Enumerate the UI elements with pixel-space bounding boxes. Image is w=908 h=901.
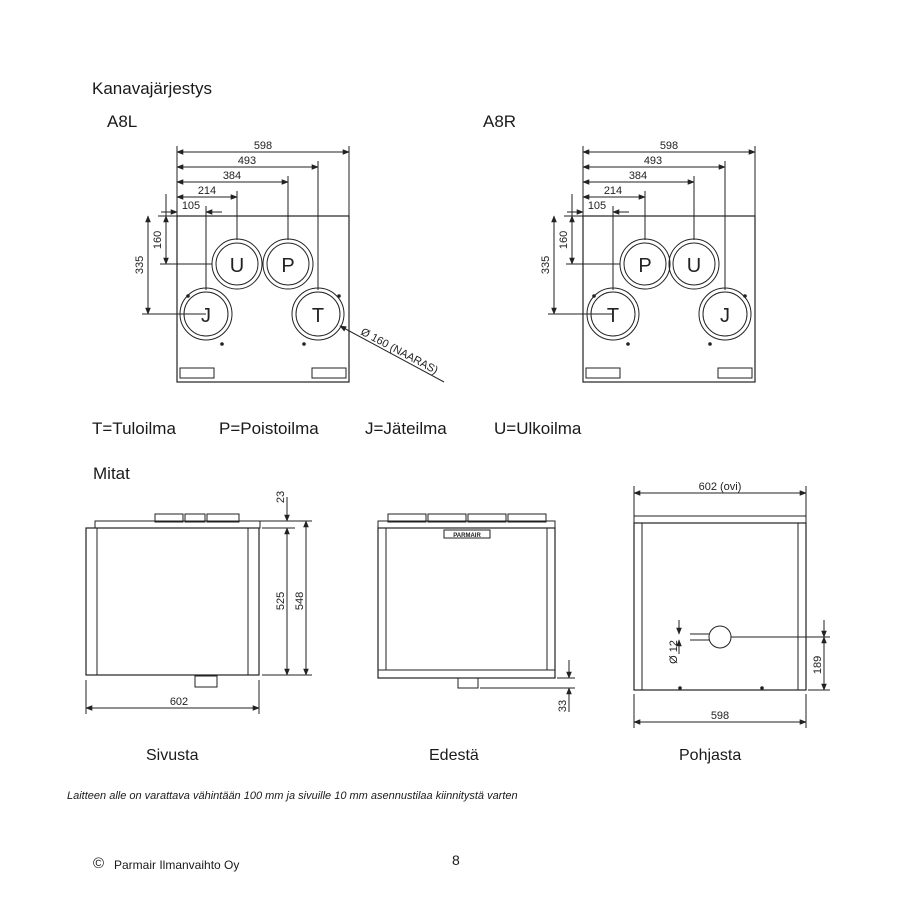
diameter-label: Ø 160 (NAARAS) (359, 326, 440, 377)
front-view-drawing (377, 513, 575, 712)
legend-jateilma: J=Jäteilma (365, 419, 447, 438)
caption-front-view: Edestä (429, 747, 479, 764)
svg-text:Ø 12: Ø 12 (668, 640, 680, 664)
side-view-dimension-labels: 23 525 548 602 (170, 491, 306, 708)
svg-text:189: 189 (812, 656, 824, 674)
a8l-unit-outline (176, 215, 350, 383)
svg-text:335: 335 (540, 256, 552, 274)
footer-company: Parmair Ilmanvaihto Oy (114, 858, 240, 872)
svg-text:525: 525 (275, 592, 287, 610)
svg-text:598: 598 (254, 140, 272, 152)
a8r-drawing (548, 146, 756, 383)
caption-side-view: Sivusta (146, 747, 199, 764)
a8l-letter-u: U (230, 255, 244, 277)
a8l-port-letters: U P J T (201, 255, 324, 327)
a8r-port-letters: P U T J (607, 255, 730, 327)
model-a8l-heading: A8L (107, 112, 138, 131)
svg-text:105: 105 (588, 200, 606, 212)
svg-text:548: 548 (294, 592, 306, 610)
a8r-unit-outline (582, 215, 756, 383)
a8l-letter-t: T (312, 305, 324, 327)
svg-text:384: 384 (223, 170, 241, 182)
duct-layout-heading: Kanavajärjestys (92, 79, 213, 98)
installation-note: Laitteen alle on varattava vähintään 100… (67, 790, 518, 802)
a8l-foot-left (179, 367, 215, 379)
copyright-icon: © (93, 855, 105, 872)
a8r-letter-t: T (607, 305, 619, 327)
svg-text:160: 160 (558, 231, 570, 249)
svg-text:23: 23 (275, 491, 287, 503)
svg-text:493: 493 (238, 155, 256, 167)
svg-text:214: 214 (604, 185, 622, 197)
svg-text:598: 598 (711, 710, 729, 722)
parmair-logo: PARMAIR (453, 533, 481, 539)
svg-text:160: 160 (152, 231, 164, 249)
svg-text:598: 598 (660, 140, 678, 152)
a8r-letter-p: P (638, 255, 651, 277)
svg-text:602 (ovi): 602 (ovi) (699, 481, 742, 493)
svg-text:105: 105 (182, 200, 200, 212)
legend-ulkoilma: U=Ulkoilma (494, 419, 582, 438)
bottom-view-dimension-labels: 602 (ovi) 598 189 Ø 12 (668, 481, 824, 722)
a8l-letter-p: P (281, 255, 294, 277)
a8l-foot-right (311, 367, 347, 379)
page-number: 8 (452, 852, 460, 868)
caption-bottom-view: Pohjasta (679, 747, 742, 764)
a8r-letter-j: J (720, 305, 730, 327)
model-a8r-heading: A8R (483, 112, 517, 131)
svg-text:384: 384 (629, 170, 647, 182)
legend-tuloilma: T=Tuloilma (92, 419, 176, 438)
svg-text:335: 335 (134, 256, 146, 274)
bottom-view-drawing (633, 486, 830, 728)
a8l-drawing (142, 146, 445, 383)
side-view-drawing (85, 497, 312, 714)
front-dim-33: 33 (557, 700, 569, 712)
a8r-letter-u: U (687, 255, 701, 277)
a8r-dimension-labels: 598 493 384 214 105 160 335 (540, 140, 678, 274)
a8l-letter-j: J (201, 305, 211, 327)
legend-poistoilma: P=Poistoilma (219, 419, 319, 438)
svg-text:493: 493 (644, 155, 662, 167)
dimensions-heading: Mitat (93, 464, 130, 483)
svg-text:214: 214 (198, 185, 216, 197)
svg-text:602: 602 (170, 696, 188, 708)
